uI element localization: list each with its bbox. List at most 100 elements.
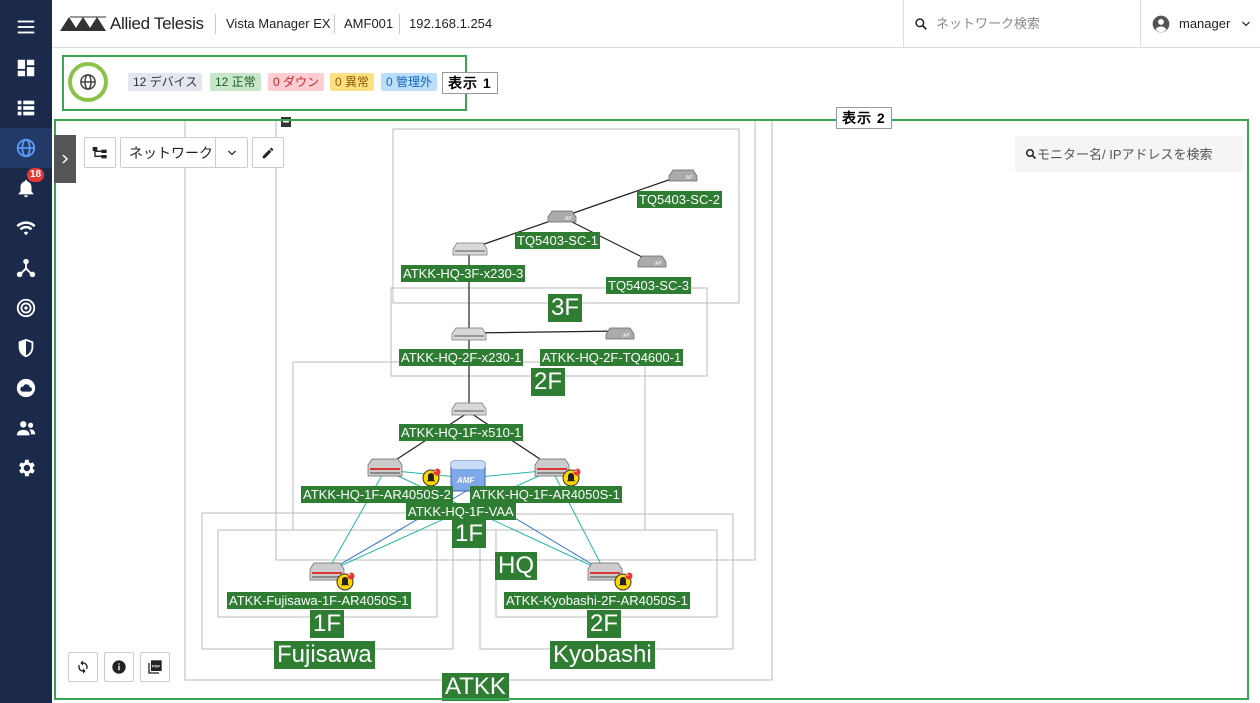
router-icon[interactable] [309,562,345,581]
header-divider [334,14,335,34]
node-label-tq5403-sc-1[interactable]: TQ5403-SC-1 [515,232,600,249]
svg-text:AP: AP [655,261,662,267]
account-icon [1152,15,1170,32]
hierarchy-icon [92,146,107,158]
area-label-2f: 2F [531,368,566,396]
node-label-x230-1[interactable]: ATKK-HQ-2F-x230-1 [399,349,524,366]
header: Allied Telesis Vista Manager EX AMF001 1… [52,0,1260,48]
area-label-1f: 1F [452,520,487,548]
wifi-icon[interactable] [0,208,52,248]
area-label-fujisawa-1f: 1F [310,610,345,638]
ap-icon[interactable]: AP [668,169,698,182]
dashboard-icon[interactable] [0,48,52,88]
header-divider [215,14,216,34]
node-label-ar4050s-1[interactable]: ATKK-HQ-1F-AR4050S-1 [470,486,622,503]
settings-icon[interactable] [0,448,52,488]
list-icon[interactable] [0,88,52,128]
cloud-icon[interactable] [0,368,52,408]
ap-icon[interactable]: AP [605,327,635,340]
search-icon [1026,149,1037,160]
router-icon[interactable] [367,458,403,477]
switch-icon[interactable] [451,402,487,416]
hierarchy-view-button[interactable] [84,137,116,168]
area-label-fujisawa: Fujisawa [274,641,375,669]
svg-text:AMF: AMF [456,476,475,485]
view-select-toggle[interactable] [215,138,247,167]
edit-button[interactable] [252,137,284,168]
chevron-down-icon [227,150,236,155]
alarm-count: 6 [626,572,629,578]
alarm-bell-icon[interactable] [336,572,355,591]
topology-icon[interactable] [0,248,52,288]
info-button[interactable] [104,652,134,682]
amf-server-icon[interactable]: AMF [450,460,486,492]
chevron-right-icon [62,154,69,164]
node-label-vaa[interactable]: ATKK-HQ-1F-VAA [406,503,516,520]
product-name: Vista Manager EX [226,16,331,31]
node-label-x230-3[interactable]: ATKK-HQ-3F-x230-3 [401,265,526,282]
node-label-tq5403-sc-3[interactable]: TQ5403-SC-3 [606,277,691,294]
area-label-hq: HQ [495,552,537,580]
alarm-count: 1 [434,468,437,474]
sidebar: 18 [0,0,52,703]
abnormal-count-chip[interactable]: 0 異常 [330,73,375,91]
device-name: AMF001 [344,16,394,31]
node-label-fujisawa-ar[interactable]: ATKK-Fujisawa-1F-AR4050S-1 [227,592,411,609]
pdf-export-button[interactable]: PDF [140,652,170,682]
refresh-button[interactable] [68,652,98,682]
alarm-count: 3 [574,468,577,474]
link [468,330,621,334]
devices-count-chip[interactable]: 12 デバイス [128,73,203,91]
normal-count-chip[interactable]: 12 正常 [210,73,261,91]
monitor-search-input[interactable] [1037,146,1227,162]
area-label-kyobashi-2f: 2F [587,610,622,638]
view-select[interactable]: ネットワーク [120,137,248,168]
search-icon [915,17,927,30]
network-search-input[interactable] [936,16,1126,31]
chevron-down-icon [1242,21,1251,26]
node-label-x510-1[interactable]: ATKK-HQ-1F-x510-1 [399,424,524,441]
pdf-icon: PDF [148,660,162,674]
network-status-indicator[interactable] [68,62,108,102]
user-menu[interactable]: manager [1140,0,1260,47]
switch-icon[interactable] [451,327,487,341]
users-icon[interactable] [0,408,52,448]
header-divider [399,14,400,34]
globe-icon [80,74,96,90]
alarm-icon[interactable]: 18 [0,168,52,208]
alarm-bell-icon[interactable] [422,468,441,487]
panel-expand-button[interactable] [54,135,76,183]
radar-icon[interactable] [0,288,52,328]
alarm-count: 4 [348,572,351,578]
node-label-kyobashi-ar[interactable]: ATKK-Kyobashi-2F-AR4050S-1 [504,592,690,609]
alarm-bell-icon[interactable] [614,572,633,591]
node-label-tq4600-1[interactable]: ATKK-HQ-2F-TQ4600-1 [540,349,684,366]
annotation-label-2: 表示 2 [836,107,892,129]
svg-text:AP: AP [686,175,693,181]
info-icon [112,660,126,674]
menu-icon[interactable] [0,7,52,47]
ap-icon[interactable]: AP [637,255,667,268]
map-highlight [54,119,1249,700]
network-search[interactable] [903,0,1140,47]
svg-text:AP: AP [623,333,630,339]
allied-telesis-logo-icon [60,16,106,31]
ap-icon[interactable]: AP [547,210,577,223]
brand-logo[interactable]: Allied Telesis [60,13,204,35]
node-label-tq5403-sc-2[interactable]: TQ5403-SC-2 [637,191,722,208]
pencil-icon [262,147,274,158]
user-name: manager [1179,16,1231,31]
brand-name: Allied Telesis [110,14,204,33]
svg-text:PDF: PDF [152,664,161,669]
globe-icon[interactable] [0,128,52,168]
monitor-search[interactable] [1015,136,1243,172]
down-count-chip[interactable]: 0 ダウン [268,73,325,91]
node-label-ar4050s-2[interactable]: ATKK-HQ-1F-AR4050S-2 [301,486,453,503]
shield-icon[interactable] [0,328,52,368]
device-ip: 192.168.1.254 [409,16,493,31]
switch-icon[interactable] [452,242,488,256]
link [561,216,653,263]
view-select-value: ネットワーク [129,144,213,161]
unmanaged-count-chip[interactable]: 0 管理外 [381,73,438,91]
area-label-kyobashi: Kyobashi [550,641,655,669]
